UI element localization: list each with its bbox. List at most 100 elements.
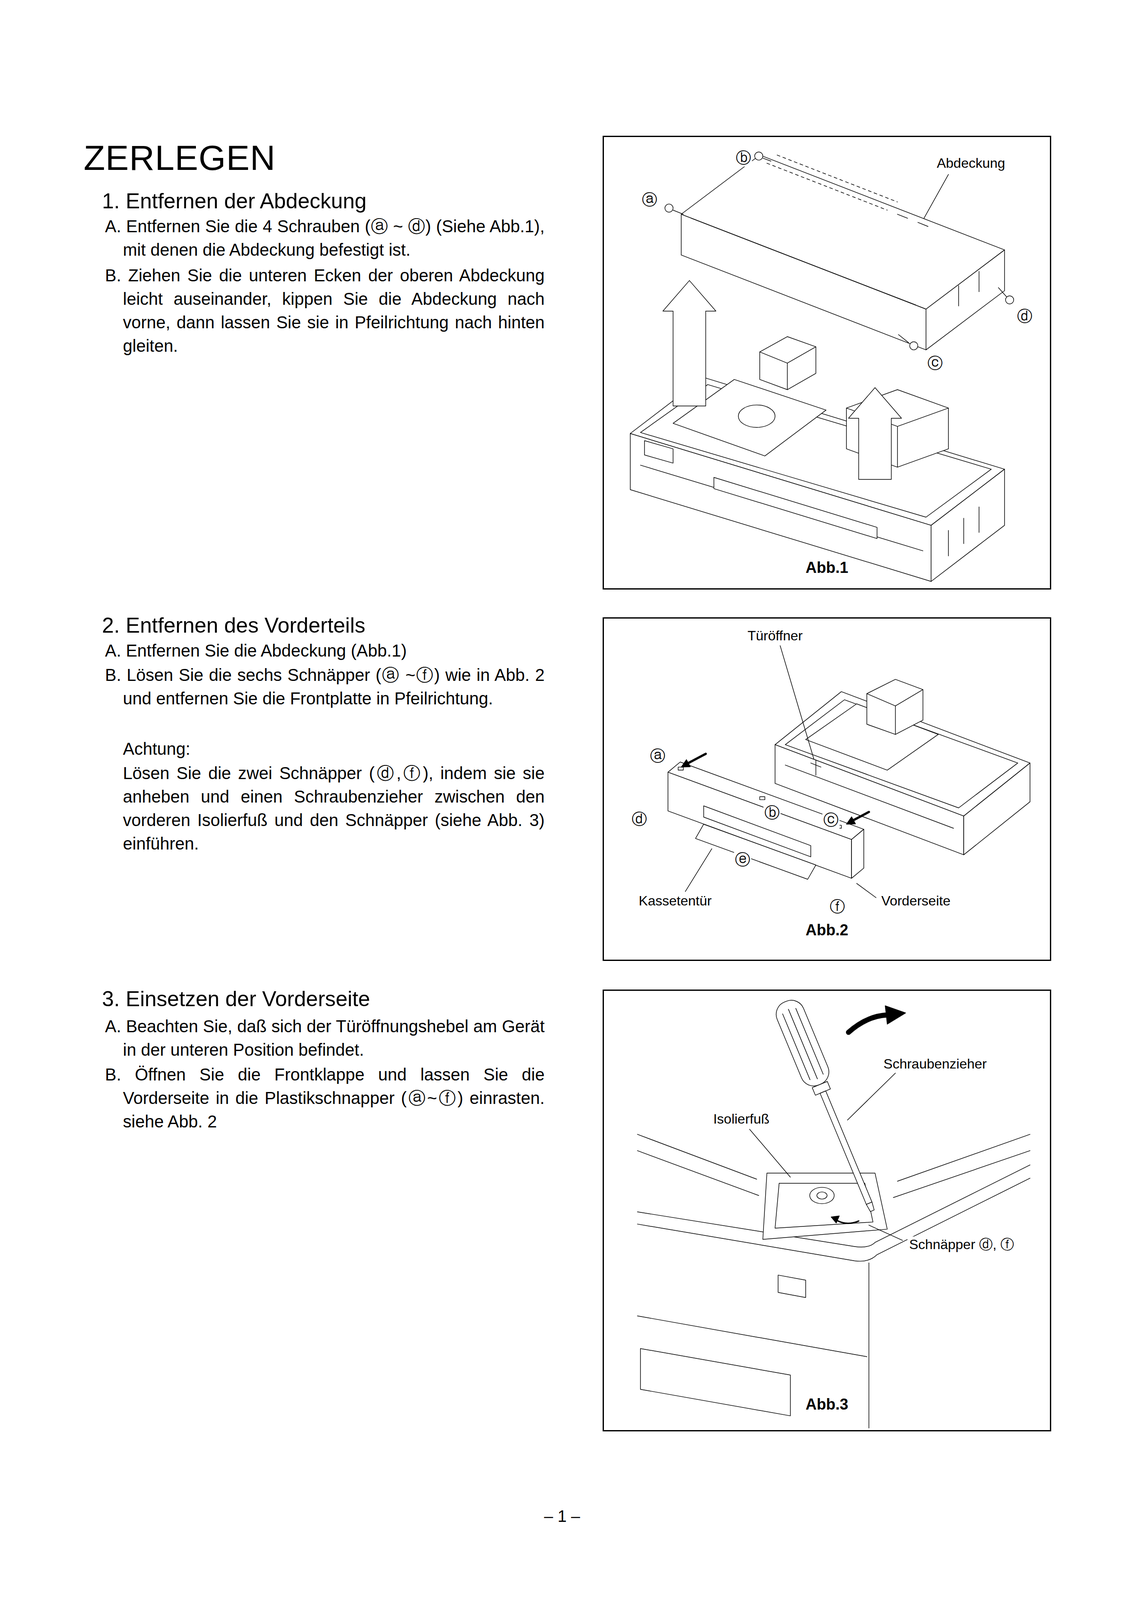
- insulating-foot: [762, 1172, 888, 1239]
- top-cover: [777, 154, 898, 202]
- top-cover: [681, 154, 1005, 309]
- top-cover: [897, 214, 908, 219]
- note-text: Achtung:: [122, 737, 545, 761]
- lever-arrow: [848, 1014, 888, 1033]
- vcr-corner: [637, 1164, 1030, 1247]
- note-text: Lösen Sie die zwei Schnäpper (ⓓ,ⓕ), inde…: [122, 761, 545, 856]
- vcr-corner: [640, 1348, 791, 1416]
- lift-arrows: [662, 280, 902, 480]
- figure-caption-text: Abb.2: [802, 921, 851, 939]
- vcr-chassis: [897, 426, 898, 468]
- insulating-foot: [762, 1172, 888, 1239]
- vcr-corner: [778, 1274, 806, 1298]
- page-title: ZERLEGEN: [83, 137, 276, 179]
- vcr-chassis: [931, 469, 1005, 582]
- instruction-step: B. Öffnen Sie die Frontklappe und lassen…: [104, 1062, 545, 1134]
- leader-lines: [749, 1128, 791, 1177]
- insulating-foot: [775, 1183, 873, 1228]
- illustrations: [630, 151, 1031, 1428]
- screws: [664, 151, 1014, 350]
- leader-lines: [749, 1072, 903, 1241]
- top-cover: [958, 285, 959, 307]
- vcr-chassis: [759, 336, 816, 390]
- instruction-step: B. Ziehen Sie die unteren Ecken der ober…: [104, 263, 545, 358]
- lift-arrows: [662, 280, 716, 406]
- screws: [1005, 295, 1014, 304]
- vcr-corner: [637, 1150, 759, 1196]
- figure-caption: Abb.3: [603, 1394, 1050, 1414]
- section-heading: 3. Einsetzen der Vorderseite: [102, 985, 371, 1012]
- leader-lines: [924, 174, 949, 219]
- screwdriver: [819, 1090, 872, 1204]
- vcr-corner: [637, 1315, 867, 1357]
- callout-letter: ⓕ: [828, 897, 846, 916]
- removal-arrows: [681, 759, 691, 767]
- callout-letter: ⓓ: [1016, 307, 1034, 325]
- screws: [898, 334, 909, 343]
- removal-arrows: [846, 816, 856, 824]
- screwdriver: [788, 1008, 818, 1079]
- figure-frame: Abb.2: [602, 617, 1052, 961]
- vcr-chassis: [963, 518, 964, 544]
- figure-caption-text: Abb.3: [802, 1395, 851, 1413]
- part-label: Abdeckung: [935, 155, 1007, 172]
- page-number: – 1 –: [544, 1506, 581, 1527]
- callout-letter: ⓑ: [763, 804, 781, 822]
- vcr-corner: [893, 1150, 1030, 1198]
- front-panel: [851, 829, 864, 879]
- screwdriver: [866, 1201, 876, 1212]
- callout-letter: ⓔ: [734, 851, 752, 869]
- front-panel: [667, 761, 864, 880]
- callout-letter: ⓐ: [649, 747, 667, 765]
- screwdriver: [795, 1008, 824, 1074]
- top-cover: [681, 154, 1005, 350]
- vcr-chassis: [978, 507, 980, 533]
- vcr-chassis: [738, 405, 776, 428]
- front-panel: [695, 824, 817, 880]
- leader-lines: [685, 645, 877, 898]
- insulating-foot: [809, 1186, 834, 1204]
- vcr-chassis: [714, 477, 878, 539]
- callout-letter: ⓓ: [630, 810, 648, 828]
- vcr-chassis: [787, 363, 788, 390]
- insulating-foot: [836, 1219, 859, 1224]
- screws: [998, 287, 1007, 298]
- vcr-corner: [637, 1177, 1030, 1262]
- part-label: Isolierfuß: [711, 1110, 772, 1127]
- leader-lines: [856, 883, 876, 898]
- screws: [754, 151, 763, 161]
- lever-arrow: [885, 1005, 906, 1024]
- vcr-chassis: [963, 762, 1030, 855]
- removal-arrows: [688, 753, 706, 764]
- section-heading: 1. Entfernen der Abdeckung: [102, 188, 367, 214]
- callout-letter: ⓑ: [734, 149, 753, 167]
- vcr-chassis: [866, 679, 923, 735]
- front-panel: [678, 766, 684, 770]
- insulating-foot: [830, 1215, 840, 1223]
- screwdriver: [782, 1013, 811, 1080]
- removal-arrows: [853, 811, 869, 820]
- leader-lines: [685, 848, 712, 892]
- screws: [673, 209, 684, 215]
- top-cover: [918, 222, 929, 227]
- screws: [762, 157, 771, 161]
- figure-caption-text: Abb.1: [802, 558, 851, 577]
- vcr-chassis: [759, 346, 816, 363]
- removal-arrows: [681, 753, 869, 825]
- top-cover: [766, 163, 888, 210]
- leader-lines: [780, 645, 814, 759]
- instruction-step: A. Entfernen Sie die 4 Schrauben (ⓐ ~ ⓓ)…: [104, 214, 545, 262]
- front-panel: [667, 772, 852, 879]
- callout-letter: ⓐ: [641, 191, 659, 209]
- callout-letter: ⓒ: [822, 811, 840, 829]
- instruction-step: A. Entfernen Sie die Abdeckung (Abb.1): [104, 638, 545, 663]
- vcr-chassis: [644, 440, 674, 464]
- part-label: Vorderseite: [879, 892, 953, 909]
- callout-letter: ⓒ: [926, 354, 944, 372]
- vcr-chassis: [815, 759, 817, 776]
- screws: [664, 204, 674, 213]
- lever-arrow: [848, 1005, 906, 1032]
- instruction-step: B. Lösen Sie die sechs Schnäpper (ⓐ ~ⓕ) …: [104, 663, 545, 711]
- vcr-chassis: [810, 762, 822, 767]
